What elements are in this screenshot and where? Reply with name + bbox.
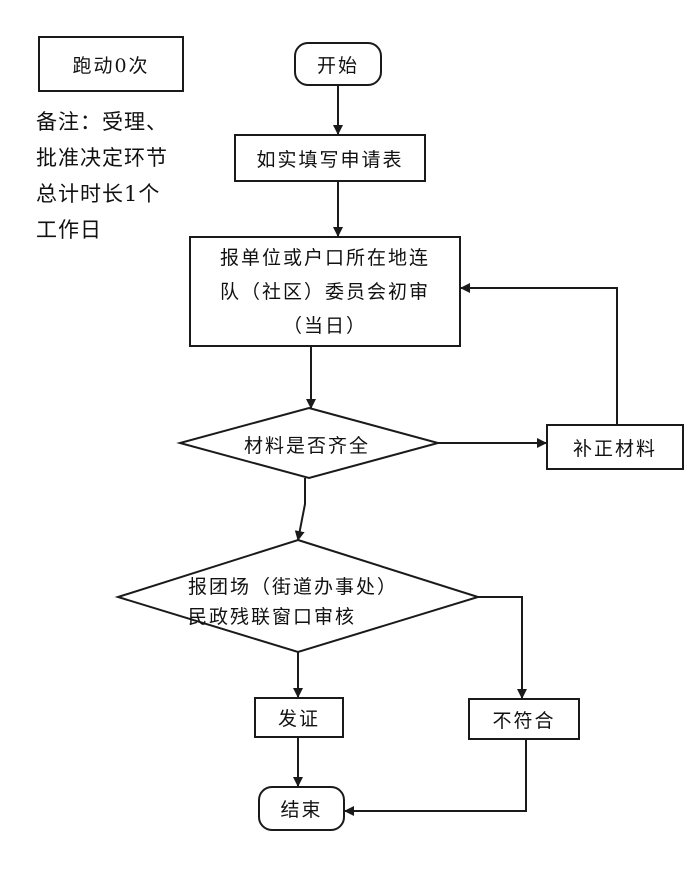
not-eligible-label: 不符合	[492, 709, 556, 732]
run-count-box: 跑动0次	[38, 36, 184, 92]
window-review-label-line1: 报团场（街道办事处）	[188, 576, 399, 598]
issue-certificate-label: 发证	[277, 708, 320, 730]
arrow-not-eligible-to-end	[344, 740, 527, 816]
window-review-label-line2: 民政残联窗口审核	[188, 606, 357, 628]
arrow-check-to-window	[294, 478, 306, 541]
initial-review-node: 报单位或户口所在地连 队（社区）委员会初审 （当日）	[189, 236, 461, 347]
initial-review-line: 队（社区）委员会初审	[219, 280, 430, 303]
fill-form-node: 如实填写申请表	[234, 134, 426, 182]
start-node: 开始	[294, 42, 382, 86]
end-node: 结束	[258, 786, 345, 831]
fill-form-label: 如实填写申请表	[256, 148, 404, 171]
run-count-label: 跑动0次	[72, 54, 150, 77]
materials-check-diamond	[176, 406, 442, 480]
note-line: 工作日	[36, 218, 102, 242]
arrow-supplement-to-review	[460, 283, 618, 424]
window-review-diamond	[114, 538, 482, 654]
start-label: 开始	[316, 54, 359, 77]
arrow-window-to-not-eligible	[478, 596, 527, 699]
supplement-materials-label: 补正材料	[572, 437, 657, 460]
materials-check-label: 材料是否齐全	[244, 435, 371, 457]
issue-certificate-node: 发证	[254, 697, 344, 738]
note-text: 备注：受理、 批准决定环节 总计时长1个 工作日	[36, 104, 196, 248]
note-line: 总计时长1个	[36, 182, 161, 206]
initial-review-line: 报单位或户口所在地连	[219, 246, 430, 269]
supplement-materials-node: 补正材料	[546, 424, 684, 470]
initial-review-line: （当日）	[282, 314, 367, 337]
note-line: 批准决定环节	[36, 146, 168, 170]
note-line: 备注：受理、	[36, 110, 168, 134]
end-label: 结束	[280, 799, 323, 821]
not-eligible-node: 不符合	[468, 698, 580, 740]
